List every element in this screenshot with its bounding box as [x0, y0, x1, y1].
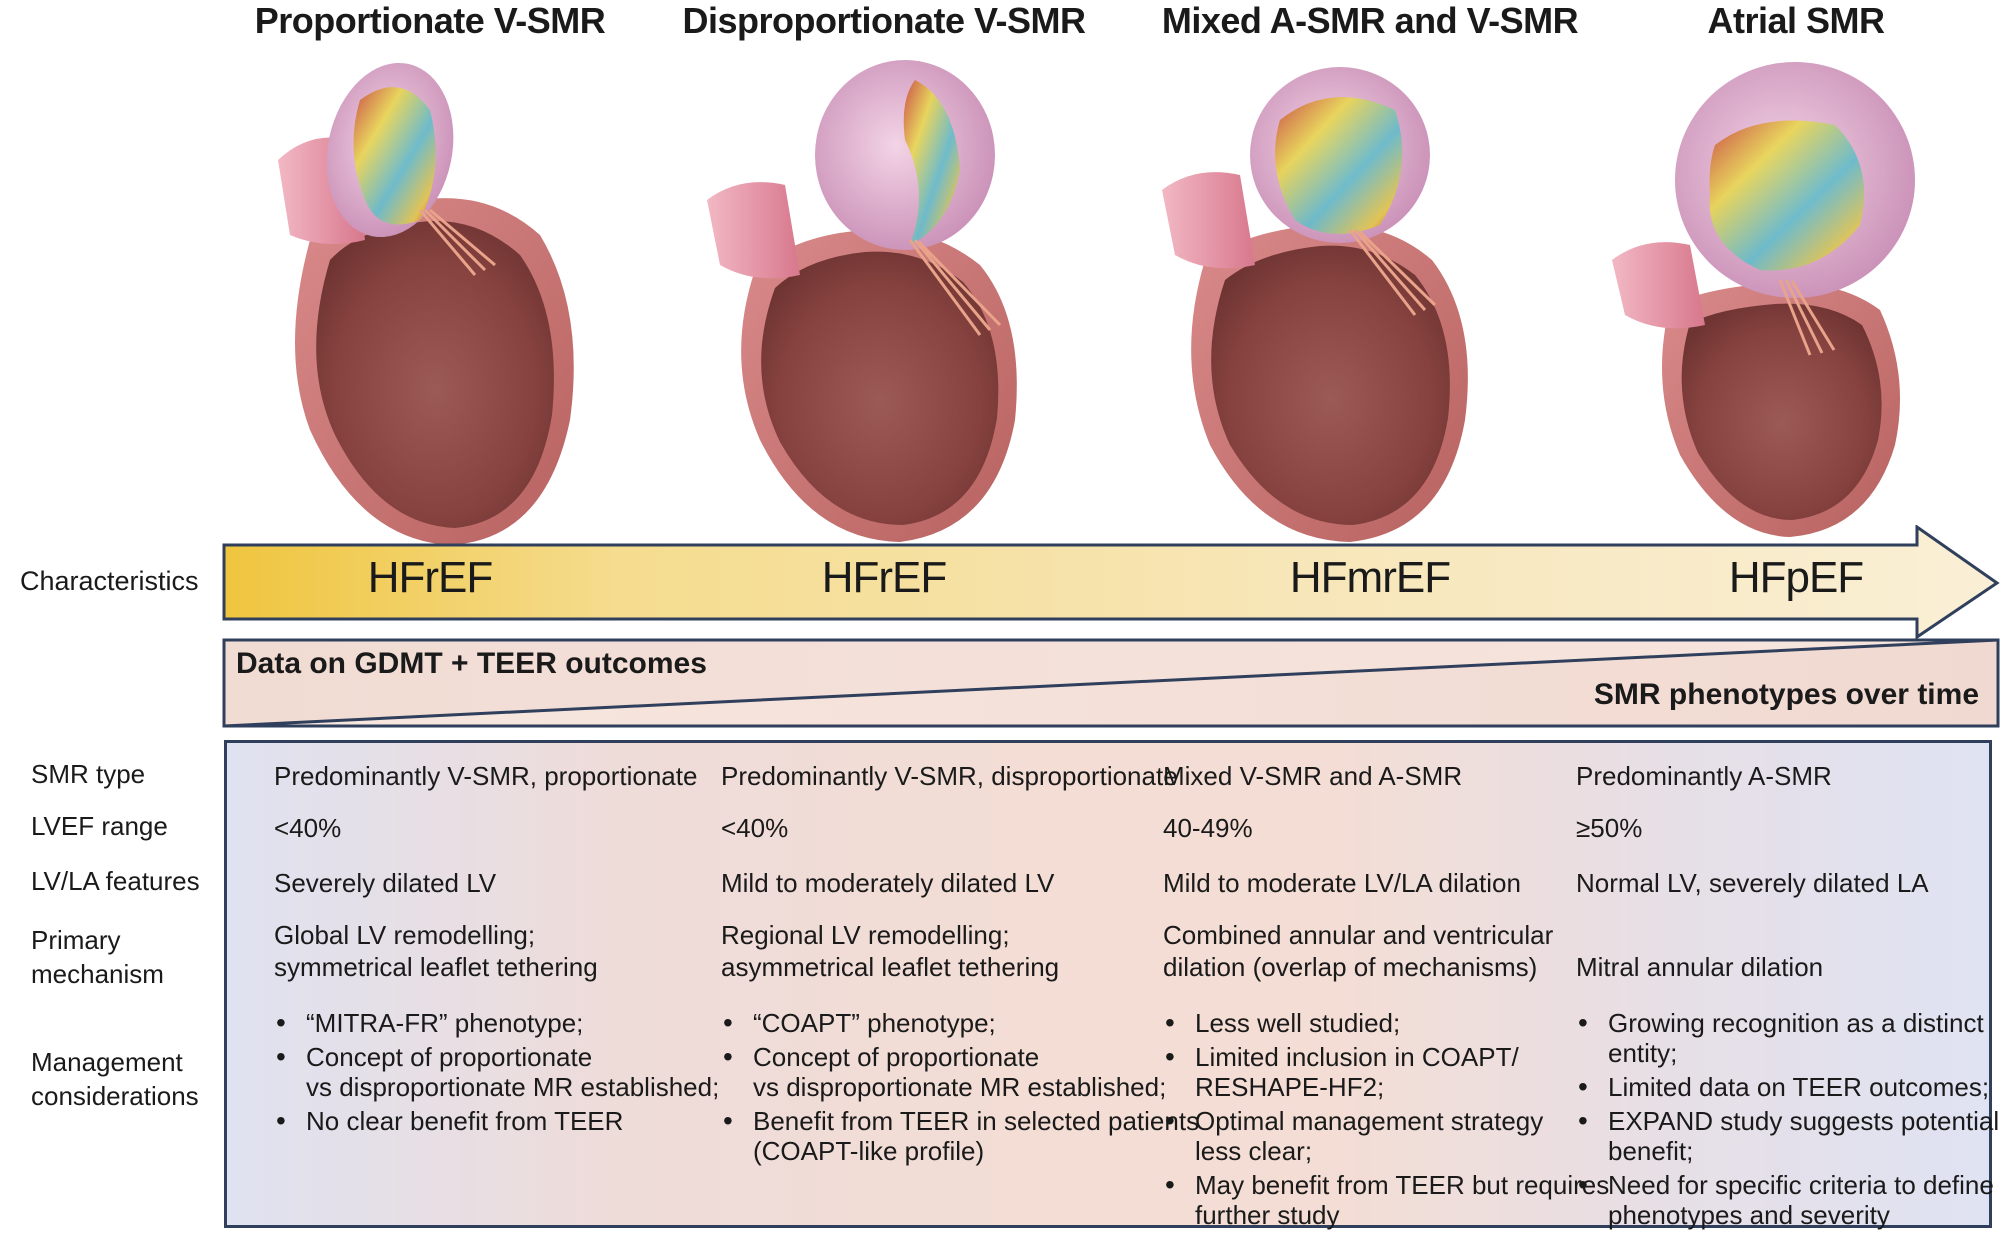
list-item: Less well studied; [1163, 1008, 1609, 1038]
col3-mechanism-1: Combined annular and ventricular [1163, 920, 1554, 950]
col2-lvef: <40% [721, 813, 789, 843]
col1-mechanism-1: Global LV remodelling; [274, 920, 536, 950]
rowlabel-management-1: Management [31, 1047, 183, 1077]
col4-lvef: ≥50% [1576, 813, 1643, 843]
col1-mechanism-2: symmetrical leaflet tethering [274, 952, 598, 982]
rowlabel-lvef-range: LVEF range [31, 811, 168, 841]
wedge-gdmt-teer-label: Data on GDMT + TEER outcomes [236, 647, 707, 680]
heart-illustration-disproportionate-icon [707, 60, 1017, 542]
characteristic-atrial: HFpEF [1728, 553, 1864, 602]
col3-management-list: Less well studied; Limited inclusion in … [1163, 1008, 1609, 1234]
list-item: No clear benefit from TEER [274, 1106, 719, 1136]
list-item: Limited data on TEER outcomes; [1576, 1072, 1999, 1102]
rowlabel-primary-mechanism-2: mechanism [31, 959, 164, 989]
col2-mechanism-1: Regional LV remodelling; [721, 920, 1010, 950]
heart-illustration-atrial-icon [1612, 62, 1915, 537]
rowlabel-lvla-features: LV/LA features [31, 866, 200, 896]
list-item: May benefit from TEER but requiresfurthe… [1163, 1170, 1609, 1230]
col2-mechanism-2: asymmetrical leaflet tethering [721, 952, 1060, 982]
wedge-phenotypes-time-label: SMR phenotypes over time [1593, 678, 1979, 711]
col1-smr-type: Predominantly V-SMR, proportionate [274, 761, 698, 791]
col3-smr-type: Mixed V-SMR and A-SMR [1163, 761, 1463, 791]
col1-lvef: <40% [274, 813, 342, 843]
rowlabel-smr-type: SMR type [31, 759, 146, 789]
phenotype-table-panel: Predominantly V-SMR, proportionate <40% … [224, 740, 1999, 1230]
heart-illustration-mixed-icon [1162, 67, 1468, 542]
characteristic-disproportionate: HFrEF [821, 553, 948, 602]
col1-management-list: “MITRA-FR” phenotype; Concept of proport… [274, 1008, 719, 1140]
list-item: Need for specific criteria to definephen… [1576, 1170, 1999, 1230]
col3-mechanism-2: dilation (overlap of mechanisms) [1163, 952, 1538, 982]
col4-mechanism-2: Mitral annular dilation [1576, 952, 1824, 982]
characteristic-mixed: HFmrEF [1289, 553, 1451, 602]
title-mixed-asmr-vsmr: Mixed A-SMR and V-SMR [1161, 0, 1579, 41]
col4-smr-type: Predominantly A-SMR [1576, 761, 1832, 791]
col1-features: Severely dilated LV [274, 868, 497, 898]
characteristic-proportionate: HFrEF [367, 553, 494, 602]
list-item: Limited inclusion in COAPT/RESHAPE-HF2; [1163, 1042, 1609, 1102]
title-atrial-smr: Atrial SMR [1707, 0, 1885, 41]
list-item: Benefit from TEER in selected patients(C… [721, 1106, 1199, 1166]
col3-features: Mild to moderate LV/LA dilation [1163, 868, 1521, 898]
heart-illustration-proportionate-icon [278, 62, 574, 545]
list-item: “COAPT” phenotype; [721, 1008, 1199, 1038]
characteristics-label: Characteristics [20, 566, 199, 596]
col2-smr-type: Predominantly V-SMR, disproportionate [721, 761, 1178, 791]
rowlabel-management-2: considerations [31, 1081, 199, 1111]
title-proportionate-vsmr: Proportionate V-SMR [254, 0, 606, 41]
col2-management-list: “COAPT” phenotype; Concept of proportion… [721, 1008, 1199, 1170]
title-disproportionate-vsmr: Disproportionate V-SMR [682, 0, 1086, 41]
col4-management-list: Growing recognition as a distinctentity;… [1576, 1008, 1999, 1234]
col2-features: Mild to moderately dilated LV [721, 868, 1055, 898]
characteristics-arrow [222, 525, 2000, 640]
col4-features: Normal LV, severely dilated LA [1576, 868, 1929, 898]
col3-lvef: 40-49% [1163, 813, 1253, 843]
outcomes-wedge [222, 638, 2000, 728]
rowlabel-primary-mechanism-1: Primary [31, 925, 121, 955]
list-item: “MITRA-FR” phenotype; [274, 1008, 719, 1038]
